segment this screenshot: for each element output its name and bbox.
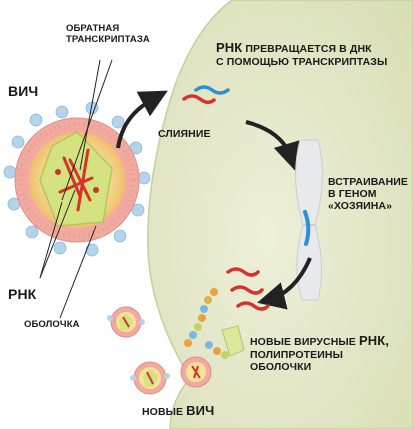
rna-to-dna-rna: РНК (216, 40, 243, 55)
rna-to-dna-rest: ПРЕВРАЩАЕТСЯ В ДНК (242, 43, 372, 55)
envelope-label: ОБОЛОЧКА (24, 319, 80, 330)
envelope-protein (221, 325, 245, 357)
reverse-transcriptase-dots (55, 169, 99, 193)
rna-to-dna-line-1: РНК ПРЕВРАЩАЕТСЯ В ДНК (216, 40, 387, 56)
new-viral-rna: РНК, (358, 333, 389, 348)
new-viral-line-3: ОБОЛОЧКИ (250, 361, 312, 373)
new-hiv-label: НОВЫЕ ВИЧ (142, 403, 215, 419)
integration-line-2: В ГЕНОМ (328, 188, 377, 201)
new-virions (107, 306, 170, 395)
rna-to-dna-label: РНК ПРЕВРАЩАЕТСЯ В ДНК С ПОМОЩЬЮ ТРАНСКР… (216, 40, 388, 68)
new-viral-line-1: НОВЫЕ ВИРУСНЫЕ РНК, (250, 333, 389, 349)
budding-virion (180, 356, 212, 388)
polyprotein-beads (184, 288, 229, 359)
viral-rna (58, 148, 94, 212)
rna-dna-strands (182, 85, 230, 104)
new-viral-prefix: НОВЫЕ ВИРУСНЫЕ (250, 336, 359, 348)
capsid (39, 131, 113, 227)
new-viral-rna (226, 267, 270, 311)
hiv-label: ВИЧ (8, 83, 39, 99)
integration-line-3: «ХОЗЯИНА» (328, 200, 393, 213)
new-viral-label: НОВЫЕ ВИРУСНЫЕ РНК, ПОЛИПРОТЕИНЫ ОБОЛОЧК… (250, 333, 389, 373)
reverse-transcriptase-label: ОБРАТНАЯ ТРАНСКРИПТАЗА (66, 23, 150, 46)
reverse-transcription-arrow (245, 120, 301, 171)
new-hiv-big: ВИЧ (186, 403, 215, 418)
expression-arrow (257, 257, 312, 310)
integration-line-1: ВСТРАИВАНИЕ (328, 176, 409, 188)
fusion-arrow (116, 90, 168, 149)
host-chromosome (295, 139, 323, 301)
rna-to-dna-line-2: С ПОМОЩЬЮ ТРАНСКРИПТАЗЫ (216, 55, 388, 68)
rna-label: РНК (8, 286, 37, 302)
hiv-virion (3, 101, 151, 257)
integrated-dna (303, 210, 311, 246)
reverse-transcriptase-line-2: ТРАНСКРИПТАЗА (66, 33, 150, 45)
fusion-label: СЛИЯНИЕ (158, 128, 211, 140)
surface-spikes (3, 101, 151, 257)
leader-lines (39, 59, 113, 319)
reverse-transcriptase-line-1: ОБРАТНАЯ (66, 23, 120, 34)
new-hiv-prefix: НОВЫЕ (142, 406, 187, 418)
new-viral-line-2: ПОЛИПРОТЕИНЫ (250, 348, 343, 361)
integration-label: ВСТРАИВАНИЕ В ГЕНОМ «ХОЗЯИНА» (328, 176, 408, 212)
host-cell (147, 0, 413, 429)
